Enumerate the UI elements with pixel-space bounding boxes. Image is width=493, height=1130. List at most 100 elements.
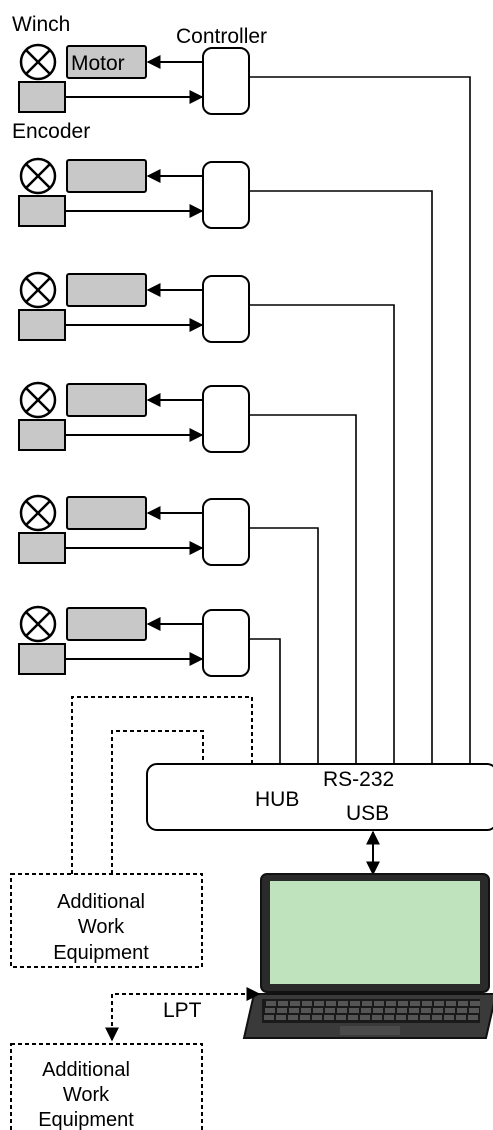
encoder-block [18,643,66,675]
laptop-key [278,1001,288,1006]
laptop-key [324,1015,334,1020]
equipment1-line2: Work [78,916,125,938]
equipment2-line1: Additional [42,1059,130,1081]
laptop-key [456,1015,466,1020]
laptop-key [288,1015,298,1020]
encoder-block [18,195,66,227]
motor-block [66,159,147,193]
laptop-key [432,1015,442,1020]
laptop-key [362,1001,372,1006]
winch-cross-line [25,163,51,189]
motor-label: Motor [71,52,125,75]
laptop-key [276,1015,286,1020]
lpt-label: LPT [163,999,202,1022]
winch-units [18,43,471,764]
motor-block [66,383,147,417]
serial-line [249,190,433,764]
equipment1-line1: Additional [57,891,145,913]
lpt-link-arrow [105,987,261,1042]
laptop-key [444,1015,454,1020]
usb-label: USB [346,802,389,825]
winch-cross-line [25,611,51,637]
controller-box [202,275,250,343]
laptop-key [336,1015,346,1020]
laptop-key [468,1015,478,1020]
laptop-key [384,1015,394,1020]
laptop-key [337,1008,347,1013]
encoder-block [18,419,66,451]
laptop-key [372,1015,382,1020]
laptop-key [420,1015,430,1020]
laptop-key [313,1008,323,1013]
serial-line [249,304,395,764]
laptop-key [289,1008,299,1013]
serial-line [249,638,281,764]
motor-block [66,496,147,530]
laptop-key [398,1001,408,1006]
hub-box [146,763,493,831]
laptop-key [433,1008,443,1013]
laptop-icon [242,873,493,1039]
laptop-key [349,1008,359,1013]
laptop-key [421,1008,431,1013]
laptop-key [446,1001,456,1006]
laptop-key [386,1001,396,1006]
laptop-key [469,1008,479,1013]
additional-equipment-box-1 [10,873,203,968]
serial-line [249,527,319,764]
laptop-key [361,1008,371,1013]
laptop-key [410,1001,420,1006]
encoder-block [18,532,66,564]
laptop-key [408,1015,418,1020]
equipment2-line3: Equipment [38,1109,134,1130]
controller-box [202,498,250,566]
hub-label: HUB [255,788,299,811]
equipment2-line2: Work [63,1084,110,1106]
winch-cross-line [25,49,51,75]
laptop-key [264,1015,274,1020]
laptop-key [266,1001,276,1006]
encoder-block [18,81,66,113]
serial-line [249,414,357,764]
equipment1-line3: Equipment [53,942,149,964]
laptop-key [445,1008,455,1013]
serial-line [249,76,471,764]
laptop-key [277,1008,287,1013]
winch-cross-line [25,387,51,413]
laptop-key [326,1001,336,1006]
winch-cross-line [25,500,51,526]
laptop-key [290,1001,300,1006]
laptop-key [312,1015,322,1020]
controller-box [202,47,250,115]
laptop-key [374,1001,384,1006]
laptop-key [373,1008,383,1013]
laptop-key [397,1008,407,1013]
laptop-key [301,1008,311,1013]
laptop-key [265,1008,275,1013]
laptop-key [409,1008,419,1013]
encoder-block [18,309,66,341]
motor-block [66,45,147,79]
laptop-key [314,1001,324,1006]
controller-label: Controller [176,25,267,48]
laptop-key [300,1015,310,1020]
laptop-key [458,1001,468,1006]
laptop-key [470,1001,480,1006]
laptop-key [360,1015,370,1020]
laptop-key [338,1001,348,1006]
laptop-key [348,1015,358,1020]
laptop-key [434,1001,444,1006]
winch-cross-line [25,277,51,303]
motor-block [66,273,147,307]
additional-equipment-box-2 [10,1043,203,1130]
controller-box [202,161,250,229]
laptop-key [396,1015,406,1020]
laptop-key [325,1008,335,1013]
laptop-key [385,1008,395,1013]
controller-box [202,609,250,677]
equipment-link-inner [111,730,204,874]
winch-label: Winch [12,13,70,36]
motor-block [66,607,147,641]
equipment-link-outer [71,696,253,874]
laptop-key [422,1001,432,1006]
